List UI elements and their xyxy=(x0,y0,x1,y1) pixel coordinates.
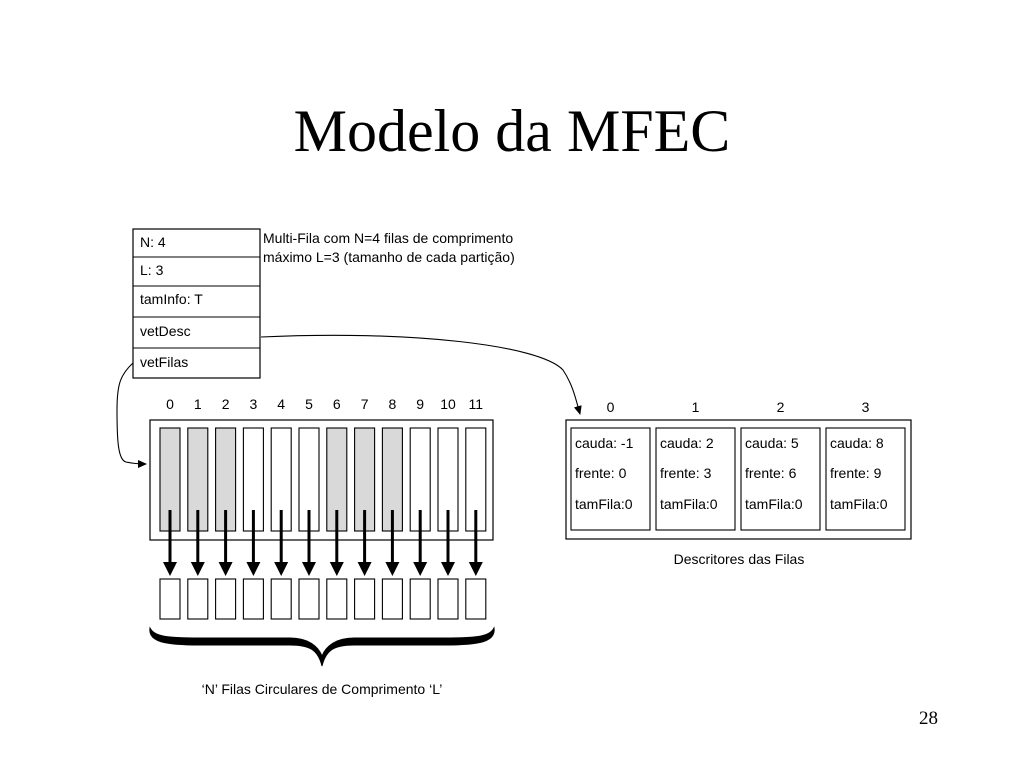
vetdesc-pointer-arrow xyxy=(260,334,582,415)
brace-caption: ‘N’ Filas Circulares de Comprimento ‘L’ xyxy=(202,681,443,697)
vetfilas-pointer-arrow xyxy=(116,362,147,468)
vetfilas-down-arrows xyxy=(163,510,483,576)
slot-pointer-arrowhead xyxy=(329,562,344,576)
descriptor-cauda: cauda: 2 xyxy=(660,435,714,451)
descriptor-indices: 0 1 2 3 xyxy=(607,399,870,415)
descriptor-cells: cauda: -1 frente: 0 tamFila:0 cauda: 2 frent… xyxy=(570,427,906,531)
queue-partition-box xyxy=(409,578,431,620)
vetfilas-indices: 0 1 2 3 4 5 6 7 8 9 10 11 xyxy=(166,396,483,412)
page-number: 28 xyxy=(919,708,938,729)
descriptor-cauda: cauda: 8 xyxy=(830,435,884,451)
slot-pointer-arrowhead xyxy=(468,562,483,576)
slot-pointer-arrowhead xyxy=(357,562,372,576)
vetfilas-index: 11 xyxy=(469,396,484,412)
queue-partition-box xyxy=(326,578,348,620)
struct-outline xyxy=(132,228,261,379)
slot-pointer-arrowhead xyxy=(163,562,177,576)
queue-partition-box xyxy=(465,578,487,620)
descriptor-frente: frente: 3 xyxy=(660,465,712,481)
queue-partition-box xyxy=(381,578,403,620)
queue-partition-box xyxy=(354,578,376,620)
slot-pointer-arrowhead xyxy=(246,562,261,576)
descriptor-index: 3 xyxy=(862,399,870,415)
slide-title: Modelo da MFEC xyxy=(293,98,731,164)
descriptor-tamfila: tamFila:0 xyxy=(745,496,803,512)
queue-partition-box xyxy=(159,578,181,620)
queue-partition-box xyxy=(215,578,237,620)
descriptor-cell xyxy=(570,427,651,531)
slot-pointer-arrowhead xyxy=(274,562,289,576)
descriptor-frente: frente: 6 xyxy=(745,465,797,481)
vetfilas-index: 6 xyxy=(333,396,341,412)
slot-pointer-arrowhead xyxy=(385,562,400,576)
vetfilas-index: 7 xyxy=(361,396,369,412)
slot-pointer-arrowhead xyxy=(413,562,428,576)
vetfilas-index: 3 xyxy=(250,396,258,412)
descriptor-frente: frente: 9 xyxy=(830,465,882,481)
multi-fila-struct: N: 4 L: 3 tamInfo: T vetDesc vetFilas xyxy=(132,228,261,379)
slot-pointer-arrowhead xyxy=(218,562,233,576)
queue-partition-box xyxy=(437,578,459,620)
vetfilas-slots xyxy=(159,427,487,532)
queue-partition-box xyxy=(187,578,209,620)
descriptors-caption: Descritores das Filas xyxy=(674,551,805,567)
descriptor-cell xyxy=(655,427,736,531)
struct-field-vetdesc: vetDesc xyxy=(140,323,191,339)
vetfilas-index: 1 xyxy=(194,396,202,412)
struct-field-l: L: 3 xyxy=(140,262,164,278)
struct-field-vetfilas: vetFilas xyxy=(140,354,188,370)
slot-pointer-arrowhead xyxy=(441,562,455,576)
vetfilas-index: 5 xyxy=(305,396,313,412)
descriptor-cauda: cauda: -1 xyxy=(575,435,634,451)
struct-field-taminfo: tamInfo: T xyxy=(140,291,203,307)
descriptor-index: 0 xyxy=(607,399,615,415)
slot-pointer-arrowhead xyxy=(190,562,205,576)
descriptor-cell xyxy=(740,427,821,531)
vetfilas-index: 9 xyxy=(416,396,424,412)
queue-partition-boxes xyxy=(159,578,487,620)
struct-note-line1: Multi-Fila com N=4 filas de comprimento xyxy=(263,230,513,246)
queue-partition-box xyxy=(298,578,320,620)
descriptor-tamfila: tamFila:0 xyxy=(660,496,718,512)
descriptor-tamfila: tamFila:0 xyxy=(575,496,633,512)
queue-partition-box xyxy=(270,578,292,620)
curly-brace xyxy=(149,626,495,667)
descriptor-index: 2 xyxy=(777,399,785,415)
vetfilas-index: 10 xyxy=(440,396,456,412)
vetfilas-index: 4 xyxy=(277,396,285,412)
queue-partition-box xyxy=(242,578,264,620)
descriptor-frente: frente: 0 xyxy=(575,465,627,481)
descriptor-index: 1 xyxy=(692,399,700,415)
vetfilas-index: 0 xyxy=(166,396,174,412)
descriptor-cauda: cauda: 5 xyxy=(745,435,799,451)
descriptor-tamfila: tamFila:0 xyxy=(830,496,888,512)
slot-pointer-arrowhead xyxy=(302,562,316,576)
vetfilas-index: 8 xyxy=(389,396,397,412)
vetfilas-index: 2 xyxy=(222,396,230,412)
struct-field-n: N: 4 xyxy=(140,234,166,250)
struct-note-line2: máximo L=3 (tamanho de cada partição) xyxy=(263,249,515,265)
descriptor-cell xyxy=(825,427,906,531)
